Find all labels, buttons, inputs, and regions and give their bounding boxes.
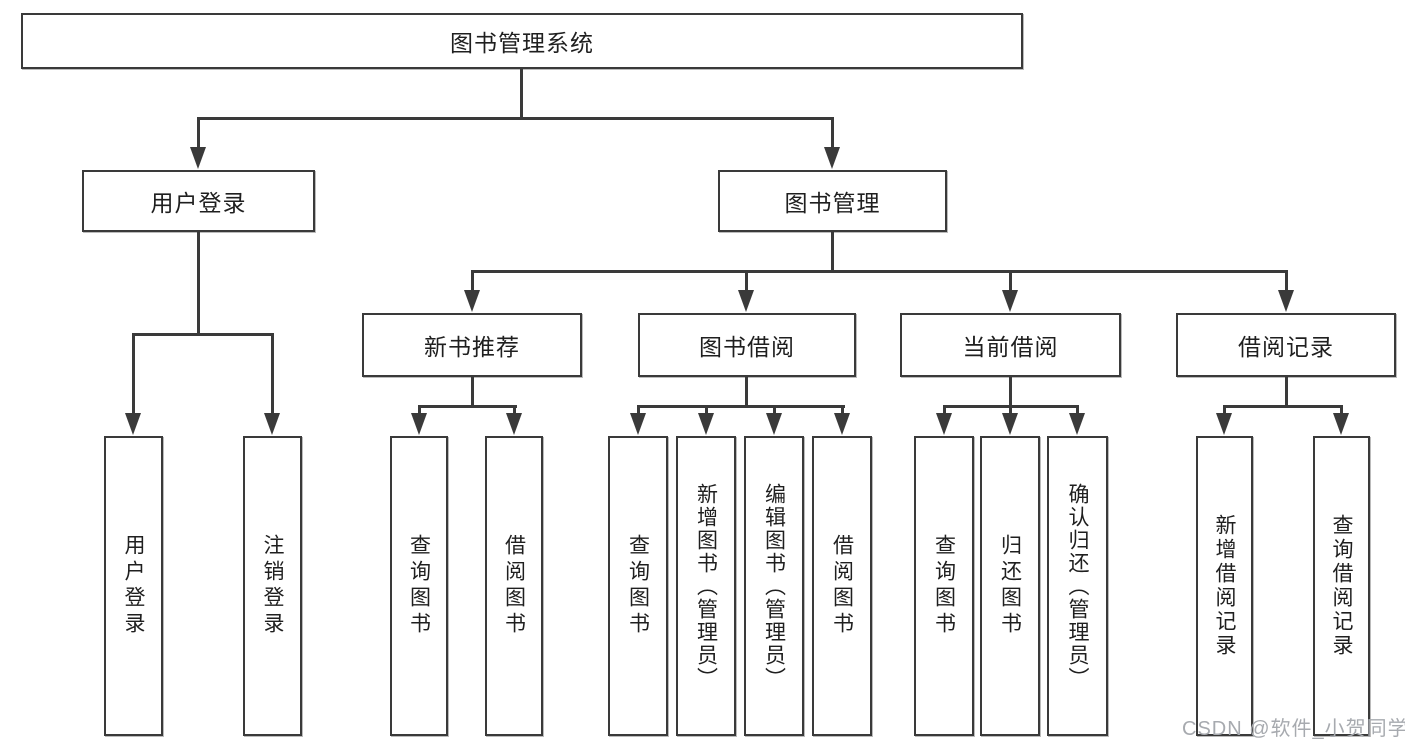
connector-l1-branch — [197, 117, 834, 120]
arrow-down-icon — [125, 413, 141, 435]
node-book-management-label: 图书管理 — [784, 190, 881, 216]
connector-stem — [745, 270, 748, 292]
connector-stem — [471, 270, 474, 292]
arrow-down-icon — [190, 147, 206, 169]
node-query-books-recommend-label: 查询图书 — [407, 534, 431, 638]
connector-l3-branch — [471, 270, 1288, 273]
connector-stem — [418, 405, 421, 416]
node-book-borrowing: 图书借阅 — [638, 313, 856, 377]
arrow-down-icon — [1216, 413, 1232, 435]
node-query-borrow-record-label: 查询借阅记录 — [1330, 514, 1353, 658]
connector-stem — [1009, 377, 1012, 408]
arrow-down-icon — [1002, 413, 1018, 435]
arrow-down-icon — [1333, 413, 1349, 435]
node-borrow-books-recommend: 借阅图书 — [485, 436, 543, 736]
connector-root-stem — [520, 69, 523, 119]
connector-stem — [271, 333, 274, 415]
connector-branch — [1223, 405, 1342, 408]
node-query-books-current-label: 查询图书 — [932, 534, 956, 638]
node-book-borrowing-label: 图书借阅 — [699, 334, 795, 360]
arrow-down-icon — [411, 413, 427, 435]
node-root-label: 图书管理系统 — [450, 30, 594, 56]
node-user-login-label: 用户登录 — [150, 190, 247, 216]
node-borrow-books-borrowing: 借阅图书 — [812, 436, 872, 736]
arrow-down-icon — [1002, 290, 1018, 312]
connector-stem — [1223, 405, 1226, 416]
node-book-management: 图书管理 — [718, 170, 947, 232]
connector-stem — [745, 377, 748, 408]
node-borrowing-records-label: 借阅记录 — [1238, 334, 1334, 360]
arrow-down-icon — [1278, 290, 1294, 312]
connector-stem — [1009, 270, 1012, 292]
node-user-login-action-label: 用户登录 — [122, 534, 145, 638]
connector-stem — [943, 405, 946, 416]
node-query-books-recommend: 查询图书 — [390, 436, 448, 736]
node-query-books-borrowing-label: 查询图书 — [626, 534, 650, 638]
arrow-down-icon — [630, 413, 646, 435]
node-return-books: 归还图书 — [980, 436, 1040, 736]
connector-stem — [705, 405, 708, 416]
node-add-books-admin: 新增图书（管理员） — [676, 436, 736, 736]
arrow-down-icon — [824, 147, 840, 169]
connector-stem — [773, 405, 776, 416]
arrow-down-icon — [738, 290, 754, 312]
node-new-book-recommendation: 新书推荐 — [362, 313, 582, 377]
connector-stem — [1009, 405, 1012, 416]
node-user-login-action: 用户登录 — [104, 436, 163, 736]
node-edit-books-admin-label: 编辑图书（管理员） — [762, 482, 786, 690]
connector-stem — [831, 232, 834, 273]
connector-stem — [1285, 270, 1288, 292]
node-root: 图书管理系统 — [21, 13, 1023, 69]
node-confirm-return-admin: 确认归还（管理员） — [1047, 436, 1108, 736]
node-user-login: 用户登录 — [82, 170, 315, 232]
node-current-borrowing: 当前借阅 — [900, 313, 1121, 377]
node-add-borrow-record-label: 新增借阅记录 — [1213, 514, 1236, 658]
arrow-down-icon — [464, 290, 480, 312]
arrow-down-icon — [936, 413, 952, 435]
node-add-books-admin-label: 新增图书（管理员） — [694, 482, 718, 690]
arrow-down-icon — [766, 413, 782, 435]
arrow-down-icon — [264, 413, 280, 435]
connector-branch — [132, 333, 274, 336]
watermark-text: CSDN @软件_小贺同学 — [1182, 718, 1405, 740]
node-query-borrow-record: 查询借阅记录 — [1313, 436, 1370, 736]
connector-stem — [197, 232, 200, 336]
node-return-books-label: 归还图书 — [998, 534, 1022, 638]
node-logout: 注销登录 — [243, 436, 302, 736]
node-borrow-books-recommend-label: 借阅图书 — [502, 534, 526, 638]
connector-stem — [831, 117, 834, 149]
connector-stem — [132, 333, 135, 415]
arrow-down-icon — [1069, 413, 1085, 435]
connector-stem — [841, 405, 844, 416]
connector-stem — [471, 377, 474, 408]
connector-stem — [1076, 405, 1079, 416]
connector-stem — [513, 405, 516, 416]
arrow-down-icon — [834, 413, 850, 435]
connector-stem — [1285, 377, 1288, 408]
node-query-books-current: 查询图书 — [914, 436, 974, 736]
connector-stem — [637, 405, 640, 416]
connector-branch — [418, 405, 517, 408]
node-logout-label: 注销登录 — [261, 534, 284, 638]
node-add-borrow-record: 新增借阅记录 — [1196, 436, 1253, 736]
node-borrow-books-borrowing-label: 借阅图书 — [830, 534, 854, 638]
connector-stem — [1340, 405, 1343, 416]
node-borrowing-records: 借阅记录 — [1176, 313, 1396, 377]
connector-stem — [197, 117, 200, 149]
node-edit-books-admin: 编辑图书（管理员） — [744, 436, 804, 736]
arrow-down-icon — [506, 413, 522, 435]
node-confirm-return-admin-label: 确认归还（管理员） — [1066, 482, 1089, 690]
connector-branch — [637, 405, 845, 408]
node-current-borrowing-label: 当前借阅 — [962, 334, 1059, 360]
node-query-books-borrowing: 查询图书 — [608, 436, 668, 736]
arrow-down-icon — [698, 413, 714, 435]
node-new-book-recommendation-label: 新书推荐 — [424, 334, 520, 360]
